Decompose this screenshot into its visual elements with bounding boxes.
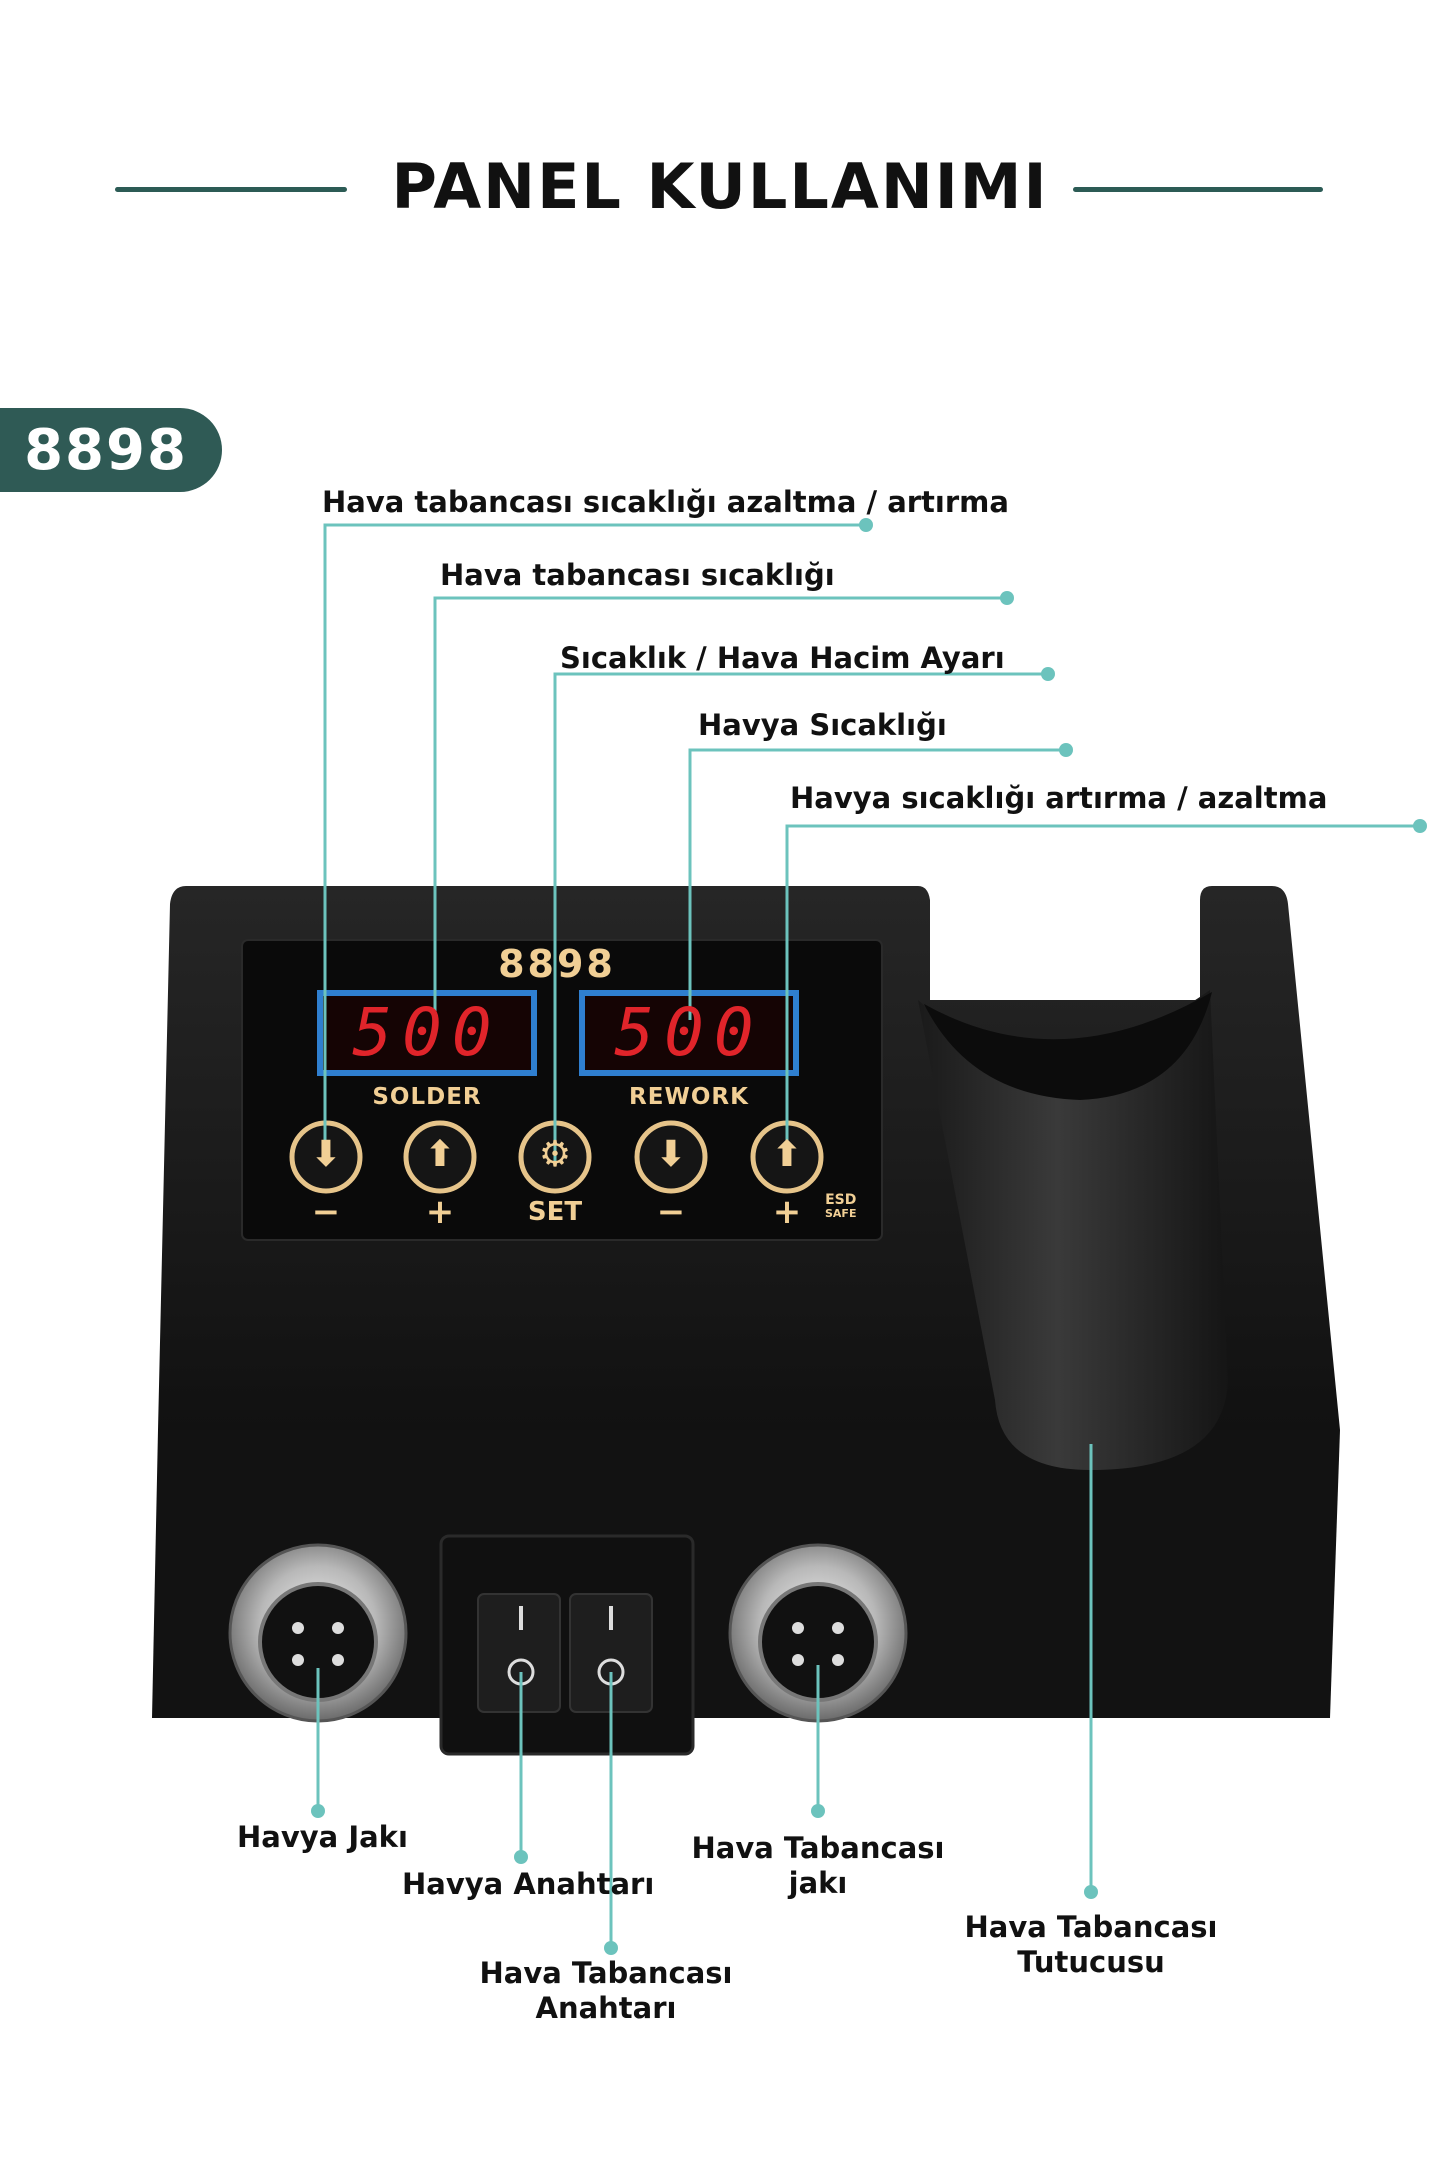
- arrow-up-icon: ⬆: [424, 1134, 456, 1175]
- callout-hava-jaki: Hava Tabancası jakı: [691, 1831, 945, 1900]
- callout-dots: [311, 518, 1427, 1955]
- arrow-down-icon: ⬇: [310, 1134, 342, 1175]
- callout-havya-anahtari: Havya Anahtarı: [402, 1867, 655, 1901]
- title-line-left: [115, 187, 347, 192]
- callout-iron-temp-adjust: Havya sıcaklığı artırma / azaltma: [790, 781, 1328, 815]
- callout-tutucu: Hava Tabancası Tutucusu: [964, 1910, 1218, 1979]
- havya-switch: [477, 1593, 561, 1713]
- arrow-up-icon: ⬆: [771, 1134, 803, 1175]
- solder-label: SOLDER: [372, 1084, 482, 1110]
- button-sign-5: +: [772, 1192, 802, 1232]
- panel-brand: 8898: [498, 942, 616, 986]
- callout-iron-temp: Havya Sıcaklığı: [698, 708, 947, 742]
- esd-label: ESD SAFE: [825, 1192, 857, 1220]
- arrow-down-icon: ⬇: [655, 1134, 687, 1175]
- display-right-readout: 500: [614, 994, 764, 1071]
- holder-cradle: [918, 990, 1228, 1470]
- gear-icon: ⚙: [538, 1134, 572, 1175]
- button-sign-3: SET: [527, 1197, 583, 1227]
- title-line-right: [1073, 187, 1323, 192]
- page-title: PANEL KULLANIMI: [391, 150, 1049, 223]
- model-badge: 8898: [0, 408, 222, 492]
- rework-label: REWORK: [629, 1084, 749, 1110]
- display-left-readout: 500: [352, 994, 502, 1071]
- callout-air-temp-adjust: Hava tabancası sıcaklığı azaltma / artır…: [322, 485, 1009, 519]
- button-sign-4: −: [656, 1192, 686, 1232]
- button-sign-2: +: [425, 1192, 455, 1232]
- panel-button-4[interactable]: [634, 1120, 708, 1194]
- callout-temp-volume-set: Sıcaklık / Hava Hacim Ayarı: [560, 641, 1005, 675]
- holder-opening: [924, 992, 1212, 1100]
- callout-havya-jaki: Havya Jakı: [237, 1820, 408, 1854]
- havya-jack-connector: [228, 1543, 408, 1723]
- callout-air-temp: Hava tabancası sıcaklığı: [440, 558, 835, 592]
- callout-leaders: [316, 523, 1420, 1948]
- display-frame-left: [317, 990, 537, 1076]
- button-sign-1: −: [311, 1192, 341, 1232]
- callout-hava-anahtari: Hava Tabancası Anahtarı: [479, 1956, 733, 2025]
- panel-button-2[interactable]: [403, 1120, 477, 1194]
